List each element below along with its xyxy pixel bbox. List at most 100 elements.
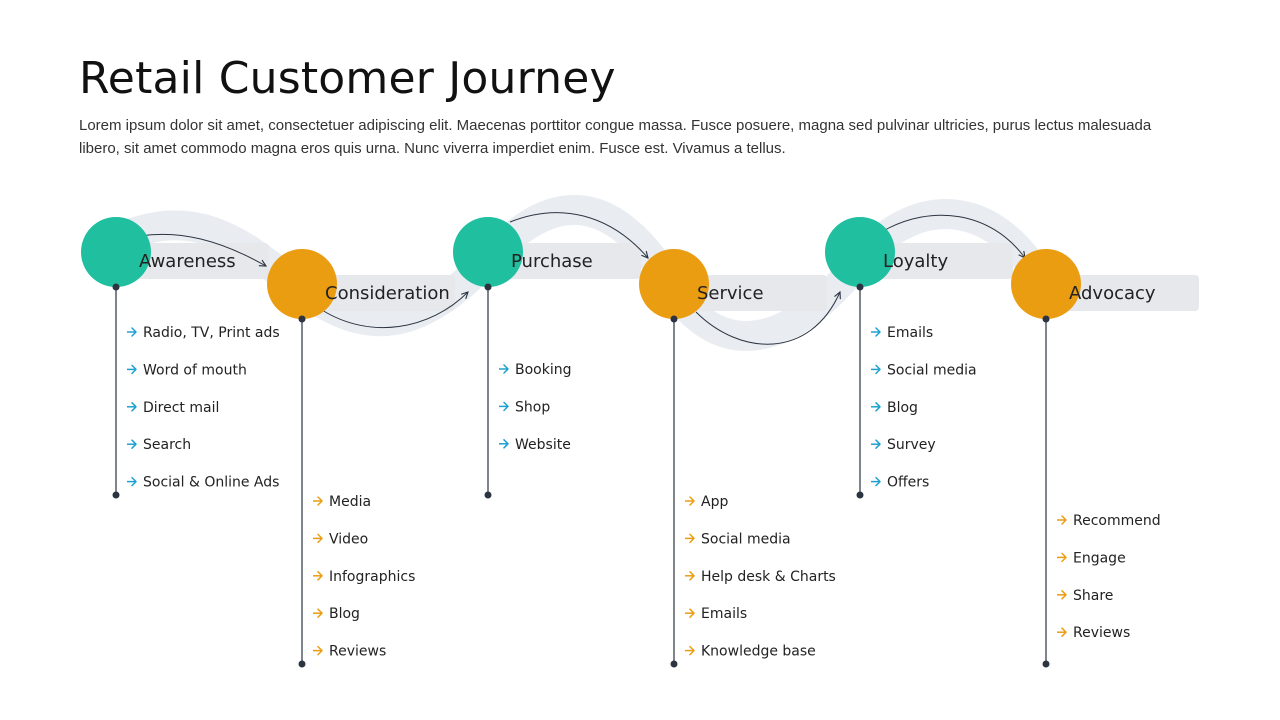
arrow-right-icon bbox=[871, 402, 881, 412]
connector-arrow-4 bbox=[695, 292, 840, 345]
arrow-right-icon bbox=[685, 645, 695, 656]
list-item: Share bbox=[1057, 588, 1113, 604]
arrow-right-icon bbox=[499, 439, 509, 449]
arrow-right-icon bbox=[1057, 552, 1067, 563]
stage-label-advocacy: Advocacy bbox=[1069, 283, 1156, 304]
arrow-right-icon bbox=[871, 476, 881, 487]
stage-line-end-dot bbox=[670, 660, 678, 668]
arrow-right-icon bbox=[1057, 627, 1067, 637]
stage-label-box-loyalty bbox=[870, 243, 1013, 279]
list-item: Word of mouth bbox=[127, 362, 247, 378]
list-item-label-social-and-online-ads: Social & Online Ads bbox=[143, 475, 279, 491]
list-item: Reviews bbox=[1057, 625, 1130, 641]
arrow-right-icon bbox=[127, 364, 137, 375]
stage-line-end-dot bbox=[856, 491, 864, 499]
stage-line-start-dot bbox=[856, 283, 864, 291]
list-item-label-survey: Survey bbox=[887, 437, 936, 453]
list-item: Search bbox=[127, 437, 191, 453]
list-item: Knowledge base bbox=[685, 644, 816, 660]
stage-label-service: Service bbox=[697, 283, 764, 304]
stage-circle-awareness bbox=[81, 217, 151, 287]
list-item-label-booking: Booking bbox=[515, 362, 572, 378]
list-item: Website bbox=[499, 437, 571, 453]
arrow-right-icon bbox=[685, 533, 695, 544]
list-item: Emails bbox=[685, 606, 747, 622]
list-item: Blog bbox=[313, 606, 360, 622]
list-item-label-search: Search bbox=[143, 437, 191, 453]
arrow-right-icon bbox=[313, 608, 323, 618]
list-item-label-emails: Emails bbox=[887, 325, 933, 341]
list-item-label-recommend: Recommend bbox=[1073, 513, 1161, 529]
stage-label-consideration: Consideration bbox=[325, 283, 450, 304]
arrow-right-icon bbox=[127, 327, 137, 337]
stage-label-loyalty: Loyalty bbox=[883, 251, 948, 272]
list-item-label-shop: Shop bbox=[515, 399, 550, 415]
list-item-label-blog: Blog bbox=[329, 606, 360, 622]
list-item-label-website: Website bbox=[515, 437, 571, 453]
list-item: Radio, TV, Print ads bbox=[127, 325, 280, 341]
stage-line-start-dot bbox=[112, 283, 120, 291]
stage-line-end-dot bbox=[298, 660, 306, 668]
list-item-label-word-of-mouth: Word of mouth bbox=[143, 362, 247, 378]
list-item: Emails bbox=[871, 325, 933, 341]
list-item-label-emails: Emails bbox=[701, 606, 747, 622]
arrow-right-icon bbox=[127, 402, 137, 412]
list-item-label-knowledge-base: Knowledge base bbox=[701, 644, 816, 660]
arrow-right-icon bbox=[313, 645, 323, 656]
page-subtitle: Lorem ipsum dolor sit amet, consectetuer… bbox=[79, 117, 1152, 157]
list-item-label-blog: Blog bbox=[887, 400, 918, 416]
arrow-right-icon bbox=[127, 439, 137, 449]
stage-circle-loyalty bbox=[825, 217, 895, 287]
list-item: Direct mail bbox=[127, 400, 219, 416]
list-item: Offers bbox=[871, 475, 929, 491]
list-item: App bbox=[685, 494, 728, 510]
list-item: Video bbox=[313, 531, 368, 547]
list-item: Social media bbox=[871, 362, 977, 378]
list-item-label-infographics: Infographics bbox=[329, 569, 415, 585]
stage-circle-purchase bbox=[453, 217, 523, 287]
arrow-right-icon bbox=[685, 608, 695, 618]
list-item-label-help-desk-and-charts: Help desk & Charts bbox=[701, 569, 836, 585]
arrow-right-icon bbox=[685, 571, 695, 581]
list-item-label-share: Share bbox=[1073, 588, 1113, 604]
arrow-right-icon bbox=[499, 364, 509, 374]
stage-label-box-consideration bbox=[312, 275, 455, 311]
list-item-label-app: App bbox=[701, 494, 728, 510]
list-item-label-reviews: Reviews bbox=[329, 644, 386, 660]
list-item-label-direct-mail: Direct mail bbox=[143, 400, 219, 416]
stage-label-box-advocacy bbox=[1056, 275, 1199, 311]
connector-arrow-1 bbox=[139, 233, 266, 266]
list-item: Recommend bbox=[1057, 513, 1161, 529]
arrow-right-icon bbox=[1057, 590, 1067, 600]
page-title: Retail Customer Journey bbox=[79, 53, 616, 104]
list-item: Infographics bbox=[313, 569, 415, 585]
list-item: Blog bbox=[871, 400, 918, 416]
list-item: Media bbox=[313, 494, 371, 510]
stage-circle-service bbox=[639, 249, 709, 319]
arrow-right-icon bbox=[871, 439, 881, 449]
list-item-label-engage: Engage bbox=[1073, 550, 1126, 566]
stage-line-end-dot bbox=[112, 491, 120, 499]
arrow-right-icon bbox=[313, 533, 323, 544]
stage-label-awareness: Awareness bbox=[139, 251, 236, 272]
arrow-right-icon bbox=[871, 364, 881, 375]
stage-line-start-dot bbox=[298, 315, 306, 323]
stage-line-start-dot bbox=[484, 283, 492, 291]
list-item-label-social-media: Social media bbox=[701, 531, 791, 547]
connector-arrow-3 bbox=[509, 212, 648, 258]
list-item-label-reviews: Reviews bbox=[1073, 625, 1130, 641]
list-item: Help desk & Charts bbox=[685, 569, 836, 585]
stage-line-end-dot bbox=[1042, 660, 1050, 668]
stage-label-box-purchase bbox=[498, 243, 641, 279]
list-item: Survey bbox=[871, 437, 936, 453]
list-item: Engage bbox=[1057, 550, 1126, 566]
list-item: Shop bbox=[499, 399, 550, 415]
list-item-label-social-media: Social media bbox=[887, 362, 977, 378]
stage-label-purchase: Purchase bbox=[511, 251, 593, 272]
stage-label-box-awareness bbox=[126, 243, 269, 279]
stage-label-box-service bbox=[684, 275, 827, 311]
arrow-right-icon bbox=[499, 401, 509, 412]
journey-connectors bbox=[139, 212, 1025, 345]
list-item-label-radio-tv-print-ads: Radio, TV, Print ads bbox=[143, 325, 280, 341]
